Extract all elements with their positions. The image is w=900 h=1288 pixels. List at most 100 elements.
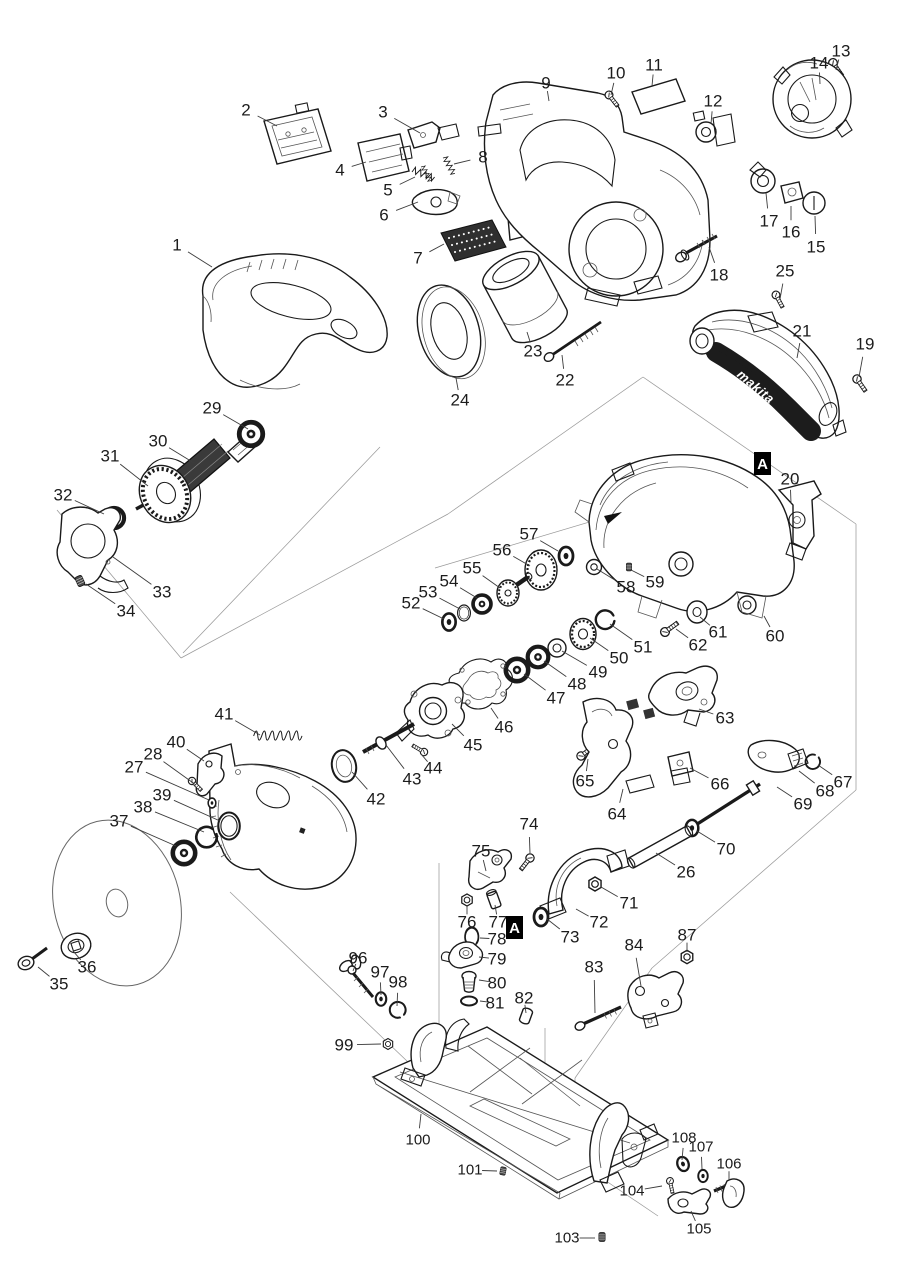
part-number-37: 37 <box>110 812 129 831</box>
leader-line-84 <box>635 957 642 987</box>
leader-line-44 <box>420 753 428 762</box>
part-2-controller-shape <box>263 102 332 165</box>
leader-line-15 <box>814 215 817 235</box>
svg-text:A: A <box>757 456 768 473</box>
leader-line-83 <box>593 979 596 1014</box>
part-21-blade-case-shape: makita <box>689 309 847 441</box>
part-22-bolt-shape <box>543 320 602 363</box>
leader-line-17 <box>765 192 769 209</box>
part-number-17: 17 <box>760 212 779 231</box>
part-number-22: 22 <box>556 371 575 390</box>
part-number-61: 61 <box>709 623 728 642</box>
leader-line-56 <box>513 556 531 567</box>
leader-line-45 <box>451 723 465 737</box>
part-44-screw-shape <box>410 741 430 758</box>
leader-line-18 <box>708 246 716 263</box>
part-number-74: 74 <box>520 815 539 834</box>
leader-line-71 <box>600 886 618 897</box>
leader-line-11 <box>651 74 654 87</box>
leader-line-19 <box>858 356 864 378</box>
leader-line-47 <box>523 673 546 691</box>
part-number-1: 1 <box>172 236 181 255</box>
part-number-39: 39 <box>153 786 172 805</box>
part-29-bearing-shape <box>237 420 264 447</box>
part-number-65: 65 <box>576 772 595 791</box>
part-number-59: 59 <box>646 573 665 592</box>
part-number-9: 9 <box>541 74 550 93</box>
part-number-56: 56 <box>493 541 512 560</box>
leader-line-31 <box>119 463 149 487</box>
part-106-wing-bolt-shape <box>713 1178 745 1208</box>
part-number-78: 78 <box>488 930 507 949</box>
leader-line-37 <box>130 825 177 847</box>
leader-line-25 <box>779 283 784 300</box>
part-number-33: 33 <box>153 583 172 602</box>
part-62-screw-shape <box>658 618 681 639</box>
part-number-108: 108 <box>671 1130 696 1147</box>
part-99-nut-shape <box>382 1038 394 1050</box>
part-19-screw-shape <box>850 372 870 395</box>
part-number-10: 10 <box>607 64 626 83</box>
part-number-4: 4 <box>335 161 344 180</box>
leader-line-32 <box>74 500 105 515</box>
leader-line-82 <box>524 1004 527 1014</box>
leader-line-42 <box>351 771 368 790</box>
part-43-spindle-shape <box>362 722 415 755</box>
part-103-plug-shape <box>598 1232 606 1242</box>
leader-line-33 <box>112 556 152 585</box>
leader-line-10 <box>610 82 615 96</box>
leader-line-9 <box>546 91 550 102</box>
part-75-lever-plate-shape <box>468 849 513 890</box>
rear-riser-shape <box>589 1102 659 1193</box>
leader-line-39 <box>173 799 221 822</box>
part-number-28: 28 <box>144 745 163 764</box>
leader-line-4 <box>351 161 367 167</box>
part-37-bearing-shape <box>171 840 197 866</box>
part-number-64: 64 <box>608 805 627 824</box>
leader-line-62 <box>675 628 689 639</box>
part-number-72: 72 <box>590 913 609 932</box>
leader-line-81 <box>479 1000 489 1003</box>
leader-line-2 <box>257 115 278 127</box>
part-number-30: 30 <box>149 432 168 451</box>
leader-line-7 <box>429 243 445 253</box>
part-number-106: 106 <box>716 1156 741 1173</box>
part-number-87: 87 <box>678 926 697 945</box>
part-45-gear-housing-shape <box>395 681 465 742</box>
leader-line-73 <box>546 918 561 930</box>
part-number-83: 83 <box>585 958 604 977</box>
part-number-84: 84 <box>625 936 644 955</box>
part-79-clamp-shape <box>440 941 484 969</box>
leader-line-43 <box>385 744 405 769</box>
part-number-54: 54 <box>440 572 459 591</box>
leader-line-20 <box>790 489 792 504</box>
part-number-42: 42 <box>367 790 386 809</box>
leader-line-98 <box>396 992 399 1007</box>
part-number-100: 100 <box>405 1132 430 1149</box>
leader-line-63 <box>698 708 714 715</box>
part-15-cap-shape <box>802 191 826 215</box>
leader-line-100 <box>418 1113 422 1129</box>
leader-line-24 <box>455 377 459 391</box>
part-number-48: 48 <box>568 675 587 694</box>
part-number-71: 71 <box>620 894 639 913</box>
part-number-105: 105 <box>686 1221 711 1238</box>
leader-line-59 <box>630 569 645 578</box>
leader-line-13 <box>835 59 840 71</box>
part-number-80: 80 <box>488 974 507 993</box>
part-number-73: 73 <box>561 928 580 947</box>
part-number-23: 23 <box>524 342 543 361</box>
part-number-8: 8 <box>478 148 487 167</box>
leader-line-27 <box>145 771 210 801</box>
leader-line-28 <box>163 761 197 786</box>
part-number-16: 16 <box>782 223 801 242</box>
part-number-34: 34 <box>117 602 136 621</box>
part-number-45: 45 <box>464 736 483 755</box>
leader-line-64 <box>619 788 624 803</box>
leader-line-30 <box>168 447 195 464</box>
part-number-47: 47 <box>547 689 566 708</box>
leader-line-69 <box>776 786 793 798</box>
leader-line-105 <box>690 1210 696 1222</box>
